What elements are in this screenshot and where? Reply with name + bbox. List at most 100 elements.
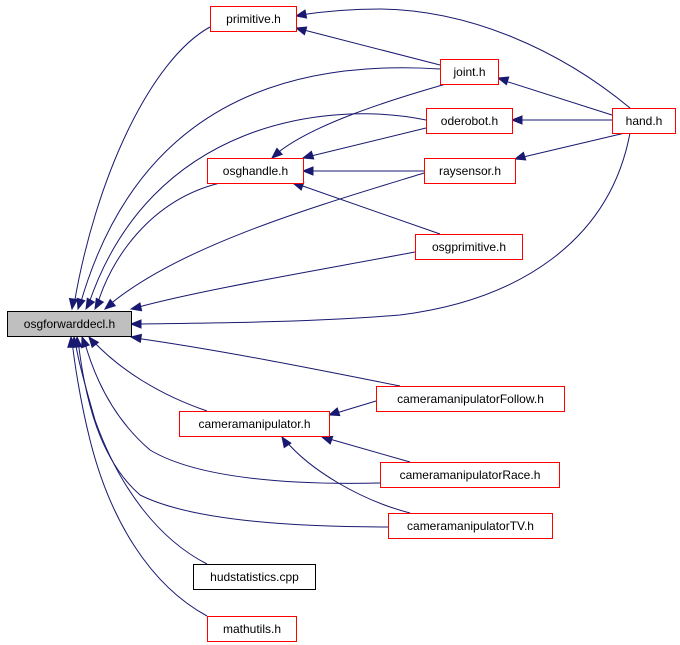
arrowhead-icon [76,297,86,311]
edge-line [79,67,441,306]
edge-line [83,339,381,484]
edge-cameramanipulatorRace-to-root [81,335,381,484]
edge-line [73,26,211,306]
node-box [7,311,132,337]
node-cameramanipulatorFollow[interactable]: cameramanipulatorFollow.h [376,386,565,412]
edge-osgprimitive-to-osghandle [291,181,441,235]
node-cameramanipulatorTV[interactable]: cameramanipulatorTV.h [388,513,553,539]
edge-line [284,439,411,514]
edge-line [71,339,208,617]
node-label: hudstatistics.cpp [210,570,299,584]
edges-layer [67,8,631,617]
node-box [179,411,330,437]
edge-osghandle-to-root [94,182,221,311]
node-box [440,59,499,85]
node-label: oderobot.h [441,114,498,128]
edge-line [77,339,389,528]
node-label: raysensor.h [439,164,501,178]
node-label: cameramanipulatorFollow.h [397,392,544,406]
node-label: cameramanipulator.h [198,417,310,431]
arrowhead-icon [81,335,91,349]
node-box [210,6,297,32]
arrowhead-icon [327,407,341,417]
nodes-layer: osgforwarddecl.h primitive.h joint.h hand.h… [7,6,676,642]
node-joint[interactable]: joint.h [440,59,499,85]
arrowhead-icon [281,435,292,449]
arrowhead-icon [270,147,284,159]
node-label: primitive.h [226,12,281,26]
arrowhead-icon [85,297,96,311]
node-oderobot[interactable]: oderobot.h [426,108,513,134]
arrowhead-icon [294,26,308,36]
arrowhead-icon [88,335,100,349]
node-label: cameramanipulatorRace.h [400,468,541,482]
edge-osgprimitive-to-root [129,251,416,312]
node-box [388,513,553,539]
node-label: osghandle.h [223,164,288,178]
edge-line [96,182,221,307]
edge-hudstatistics-to-root [70,335,208,565]
arrowhead-icon [94,297,105,311]
edge-oderobot-to-osghandle [301,127,427,160]
node-label: cameramanipulatorTV.h [407,519,534,533]
arrowhead-icon [103,298,117,310]
node-primitive[interactable]: primitive.h [210,6,297,32]
edge-raysensor-to-root [103,172,425,310]
node-label: hand.h [626,114,663,128]
arrowhead-icon [129,302,143,312]
edge-hand-to-root [129,132,631,329]
edge-line [299,8,631,109]
node-hand[interactable]: hand.h [612,108,676,134]
edge-line [134,132,631,325]
arrowhead-icon [129,333,143,344]
arrowhead-icon [129,319,142,329]
node-box [612,108,676,134]
edge-line [501,79,613,116]
arrowhead-icon [67,335,77,348]
node-osgprimitive[interactable]: osgprimitive.h [415,234,523,260]
edge-cameramanipulatorRace-to-cameramanipulator [320,435,411,463]
node-raysensor[interactable]: raysensor.h [424,158,516,184]
arrowhead-icon [320,435,334,445]
edge-hand-to-joint [496,76,613,116]
arrowhead-icon [301,166,314,176]
node-label: osgprimitive.h [432,240,506,254]
edge-joint-to-primitive [294,26,441,66]
edge-line [306,127,427,158]
edge-joint-to-root [76,67,441,311]
node-hudstatistics[interactable]: hudstatistics.cpp [193,564,316,590]
edge-cameramanipulatorTV-to-cameramanipulator [281,435,411,514]
edge-cameramanipulatorFollow-to-root [129,333,401,387]
node-box [376,386,565,412]
arrowhead-icon [294,9,308,19]
arrowhead-icon [510,115,523,125]
arrowhead-icon [513,151,527,161]
edge-line [325,437,411,463]
node-label: joint.h [452,65,485,79]
edge-oderobot-to-root [85,113,427,311]
edge-line [134,337,401,387]
node-cameramanipulatorRace[interactable]: cameramanipulatorRace.h [380,462,560,488]
arrowhead-icon [301,150,315,160]
arrowhead-icon [496,76,510,86]
edge-raysensor-to-osghandle [301,166,424,176]
node-box [424,158,516,184]
edge-cameramanipulator-to-root [88,335,208,412]
node-box [415,234,523,260]
node-root: osgforwarddecl.h [7,311,132,337]
edge-line [134,251,416,309]
edge-line [274,83,447,156]
edge-line [87,113,427,307]
node-mathutils[interactable]: mathutils.h [207,616,297,642]
node-box [193,564,316,590]
edge-line [74,339,208,565]
node-box [207,616,297,642]
node-label: mathutils.h [223,622,281,636]
node-cameramanipulator[interactable]: cameramanipulator.h [179,411,330,437]
edge-hand-to-primitive [294,8,631,109]
node-box [426,108,513,134]
edge-line [299,28,441,66]
node-osghandle[interactable]: osghandle.h [207,158,304,184]
node-box [380,462,560,488]
